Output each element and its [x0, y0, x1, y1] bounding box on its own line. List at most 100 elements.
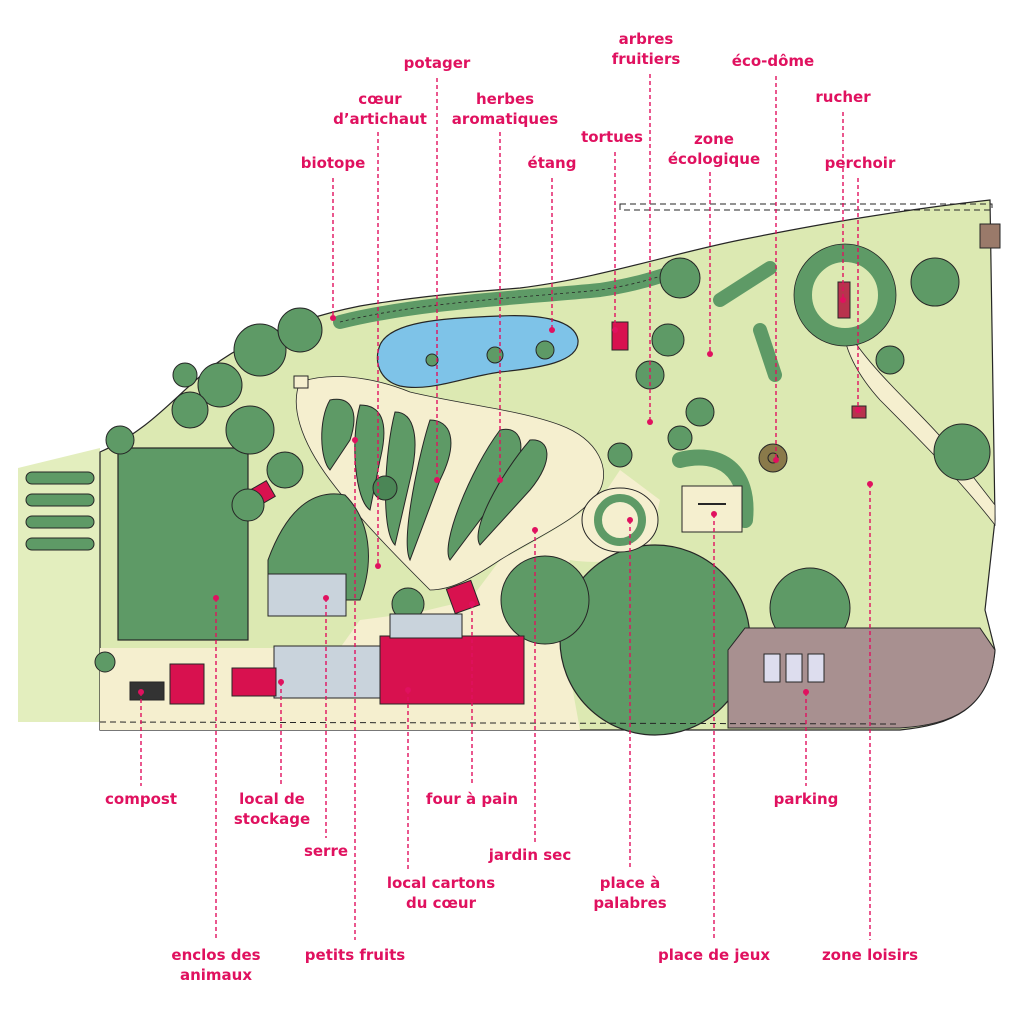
tree [94, 651, 116, 673]
hedge-curve [672, 449, 754, 528]
label-line: place de jeux [658, 946, 770, 964]
tree [277, 307, 323, 353]
tree [651, 323, 685, 357]
tree [266, 451, 304, 489]
leader-dot-compost [138, 689, 144, 695]
label-line: place à [600, 874, 660, 892]
label-line: four à pain [426, 790, 518, 808]
tree [231, 488, 265, 522]
pond-islet-1 [425, 353, 439, 367]
leader-dot-etang [549, 327, 555, 333]
pond-islet-2 [486, 346, 504, 364]
leader-dot-rucher [840, 297, 846, 303]
label-potager: potager [404, 54, 471, 72]
compost-bins [129, 681, 165, 701]
apiary-ring-outline [793, 243, 897, 347]
hedge-north [333, 263, 687, 329]
leader-dot-biotope [330, 315, 336, 321]
aromatic-spiral [372, 475, 398, 501]
label-eco-dome: éco-dôme [732, 52, 814, 70]
hedge-layer [25, 203, 993, 551]
leader-dot-zone-loisirs [867, 481, 873, 487]
south-boundary [99, 721, 901, 725]
cardboard-roof [389, 613, 463, 639]
tree [659, 257, 701, 299]
tree [197, 362, 243, 408]
storage-annex-red [231, 667, 277, 697]
tree [875, 345, 905, 375]
tree [933, 423, 991, 481]
label-compost: compost [105, 790, 177, 808]
label-rucher: rucher [815, 88, 871, 106]
label-serre: serre [304, 842, 348, 860]
tree [171, 391, 209, 429]
label-four-a-pain: four à pain [426, 790, 518, 808]
bed-1 [321, 398, 355, 471]
big-tree-south [559, 544, 751, 736]
leader-dot-four-a-pain [469, 601, 475, 607]
leader-dot-arbres-fruitiers [647, 419, 653, 425]
dashed-boundary [619, 203, 993, 211]
bed-3 [385, 411, 416, 546]
pond-islet-3 [535, 340, 555, 360]
parking-area [727, 627, 996, 729]
label-line: compost [105, 790, 177, 808]
label-line: rucher [815, 88, 871, 106]
hedge-east-row [713, 261, 777, 307]
label-tortues: tortues [581, 128, 643, 146]
tree [233, 323, 287, 377]
vegetable-beds [293, 321, 629, 562]
bed-4 [406, 419, 452, 562]
label-line: du cœur [406, 894, 477, 912]
label-place-de-jeux: place de jeux [658, 946, 770, 964]
label-line: arbres [619, 30, 674, 48]
bed-5 [447, 428, 522, 561]
label-line: parking [774, 790, 839, 808]
label-line: cœur [358, 90, 402, 108]
leader-dot-zone-ecologique [707, 351, 713, 357]
tree [910, 257, 960, 307]
leader-dot-tortues [612, 327, 618, 333]
label-line: local cartons [387, 874, 495, 892]
buildings [129, 573, 525, 705]
west-meadow [18, 448, 100, 722]
leader-dot-perchoir [855, 407, 861, 413]
animal-enclosure [117, 447, 249, 641]
leader-dot-serre [323, 595, 329, 601]
leader-dot-herbes-aromatiques [497, 477, 503, 483]
tree [685, 397, 715, 427]
label-line: zone loisirs [822, 946, 918, 964]
label-line: perchoir [825, 154, 896, 172]
leader-dot-eco-dome [773, 457, 779, 463]
tree [607, 442, 633, 468]
leader-dot-potager [434, 477, 440, 483]
hedge-west-2 [25, 493, 95, 507]
label-line: potager [404, 54, 471, 72]
storage-building [273, 645, 381, 699]
green-patch [267, 493, 369, 601]
hedge-west-1 [25, 471, 95, 485]
leader-dot-parking [803, 689, 809, 695]
tree [172, 362, 198, 388]
label-perchoir: perchoir [825, 154, 896, 172]
parking-car-2 [785, 653, 803, 683]
hedge-west-3 [25, 515, 95, 529]
label-line: biotope [301, 154, 366, 172]
hedge-west-4 [25, 537, 95, 551]
label-line: fruitiers [612, 50, 681, 68]
tree-south-west [500, 555, 590, 645]
label-line: herbes [476, 90, 534, 108]
label-line: stockage [234, 810, 310, 828]
pond [376, 315, 579, 389]
label-line: aromatiques [452, 110, 558, 128]
label-line: animaux [180, 966, 252, 984]
cardboard-building [379, 635, 525, 705]
leader-dot-coeur-artichaut [375, 563, 381, 569]
small-shed [293, 375, 309, 389]
